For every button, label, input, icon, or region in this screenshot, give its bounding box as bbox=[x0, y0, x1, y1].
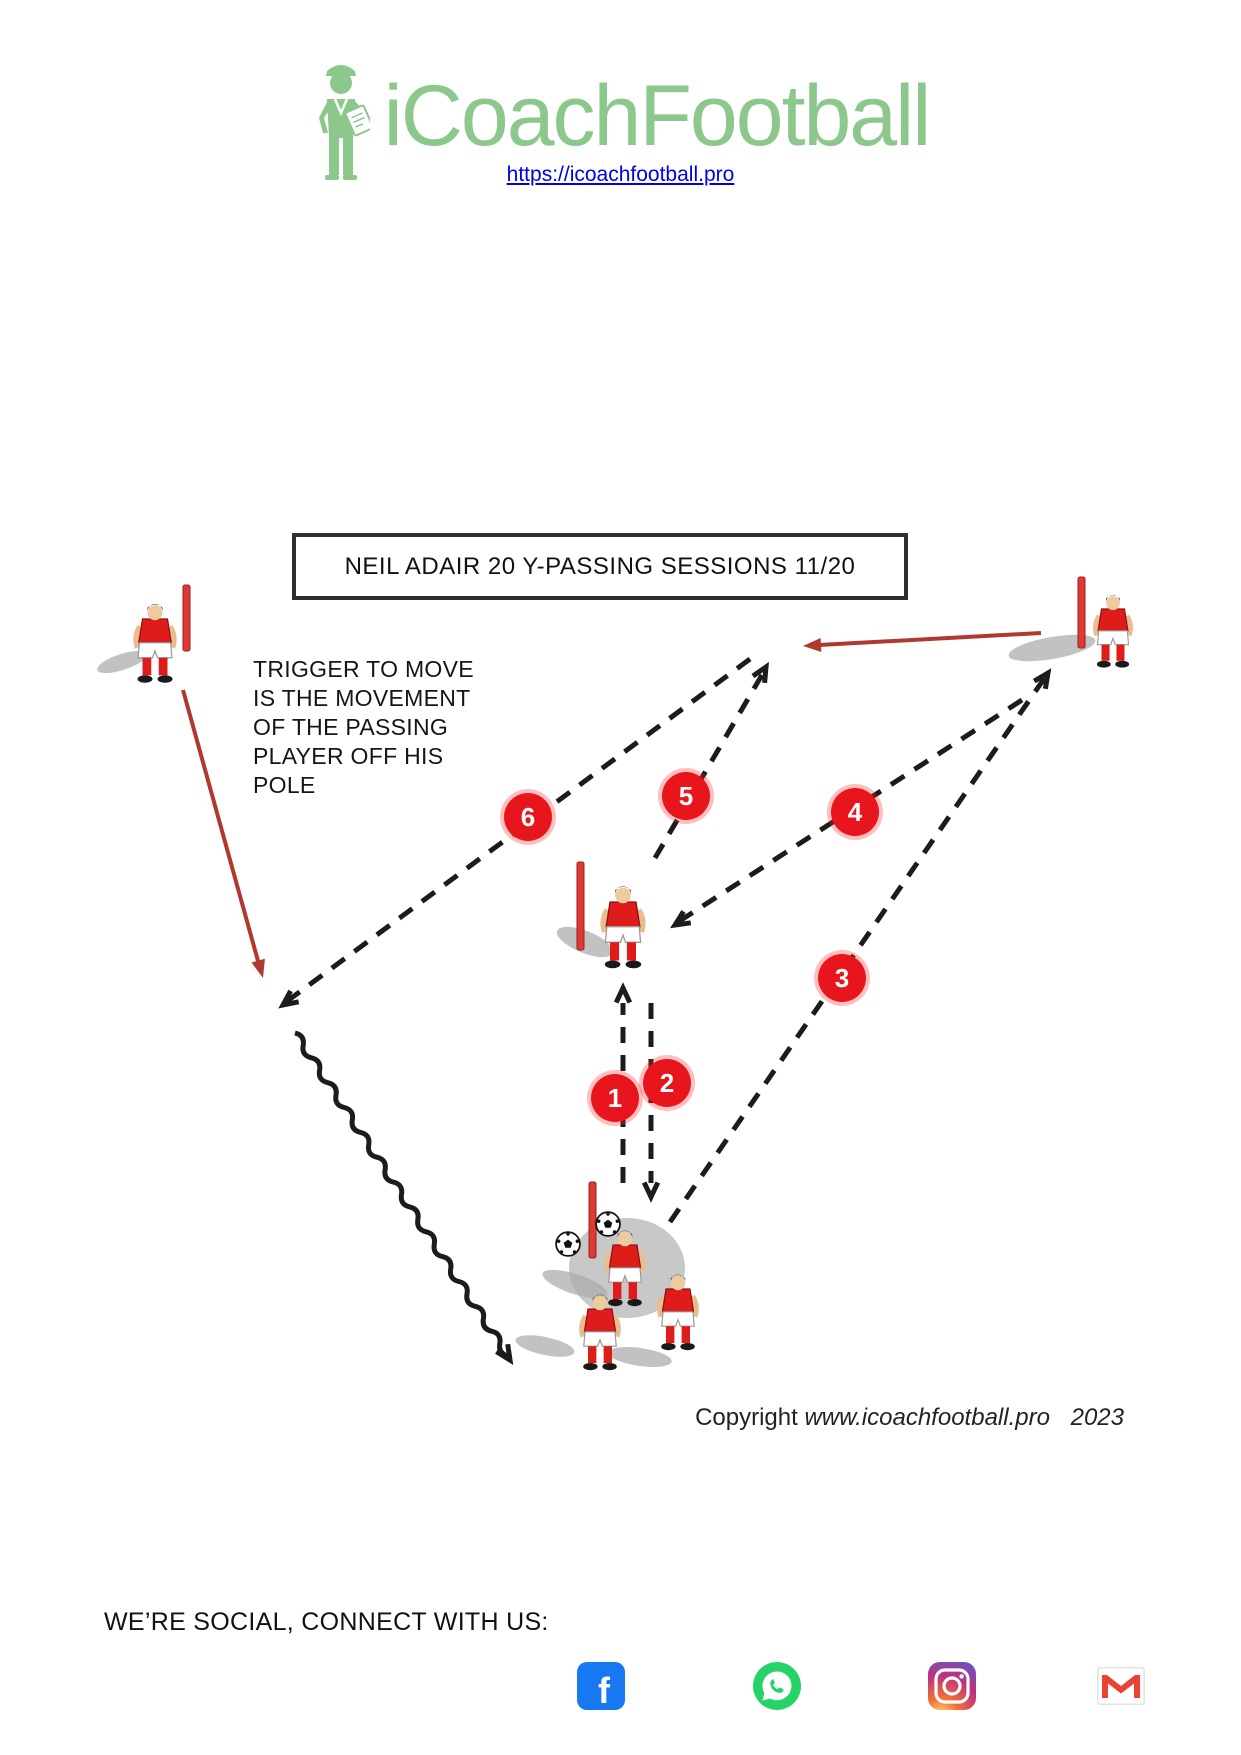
svg-text:4: 4 bbox=[848, 797, 863, 827]
sequence-marker-3: 3 bbox=[814, 950, 870, 1006]
logo-text: iCoachFootball bbox=[383, 68, 932, 164]
player-shadow bbox=[542, 1269, 608, 1299]
whatsapp-icon[interactable] bbox=[753, 1662, 801, 1710]
sequence-marker-6: 6 bbox=[500, 789, 556, 845]
sequence-marker-2: 2 bbox=[639, 1055, 695, 1111]
player-shadow bbox=[1008, 634, 1096, 662]
training-pole-left bbox=[182, 584, 191, 652]
training-pole-bottom bbox=[588, 1181, 597, 1259]
player-shadow bbox=[97, 650, 147, 674]
svg-text:5: 5 bbox=[679, 781, 693, 811]
gmail-icon[interactable] bbox=[1097, 1667, 1145, 1705]
dribble-line bbox=[294, 1030, 514, 1365]
logo: iCoachFootball bbox=[0, 58, 1241, 180]
sequence-marker-5: 5 bbox=[658, 768, 714, 824]
copyright-site: www.icoachfootball.pro bbox=[804, 1404, 1050, 1431]
player-shadow bbox=[608, 1347, 672, 1367]
player-shadow bbox=[556, 926, 614, 958]
copyright-line: Copyright www.icoachfootball.pro 2023 bbox=[695, 1404, 1124, 1431]
soccer-ball bbox=[595, 1211, 621, 1237]
copyright-year: 2023 bbox=[1070, 1404, 1124, 1431]
svg-text:3: 3 bbox=[835, 963, 849, 993]
pass-line-5 bbox=[652, 661, 769, 860]
player-shadow bbox=[515, 1335, 575, 1357]
pass-line-3 bbox=[667, 668, 1052, 1224]
site-url-link[interactable]: https://icoachfootball.pro bbox=[506, 163, 735, 186]
svg-text:6: 6 bbox=[521, 802, 535, 832]
run-arrow-left bbox=[181, 689, 265, 978]
player-left bbox=[136, 604, 174, 683]
player-right bbox=[1096, 595, 1131, 667]
training-pole-right bbox=[1077, 576, 1086, 649]
svg-text:2: 2 bbox=[660, 1068, 674, 1098]
svg-text:f: f bbox=[598, 1670, 611, 1710]
soccer-ball bbox=[555, 1231, 581, 1257]
coach-logo-icon bbox=[318, 65, 370, 180]
run-arrow-top bbox=[803, 631, 1042, 652]
session-title-box: NEIL ADAIR 20 Y-PASSING SESSIONS 11/20 bbox=[292, 533, 908, 600]
social-heading: WE’RE SOCIAL, CONNECT WITH US: bbox=[104, 1608, 549, 1636]
session-title: NEIL ADAIR 20 Y-PASSING SESSIONS 11/20 bbox=[344, 552, 856, 580]
facebook-icon[interactable]: f bbox=[577, 1662, 625, 1710]
sequence-marker-1: 1 bbox=[587, 1070, 643, 1126]
instagram-icon[interactable] bbox=[928, 1662, 976, 1710]
coaching-note: TRIGGER TO MOVE IS THE MOVEMENT OF THE P… bbox=[253, 656, 474, 798]
svg-text:1: 1 bbox=[608, 1083, 622, 1113]
training-pole-middle bbox=[576, 861, 585, 951]
sequence-marker-4: 4 bbox=[827, 784, 883, 840]
